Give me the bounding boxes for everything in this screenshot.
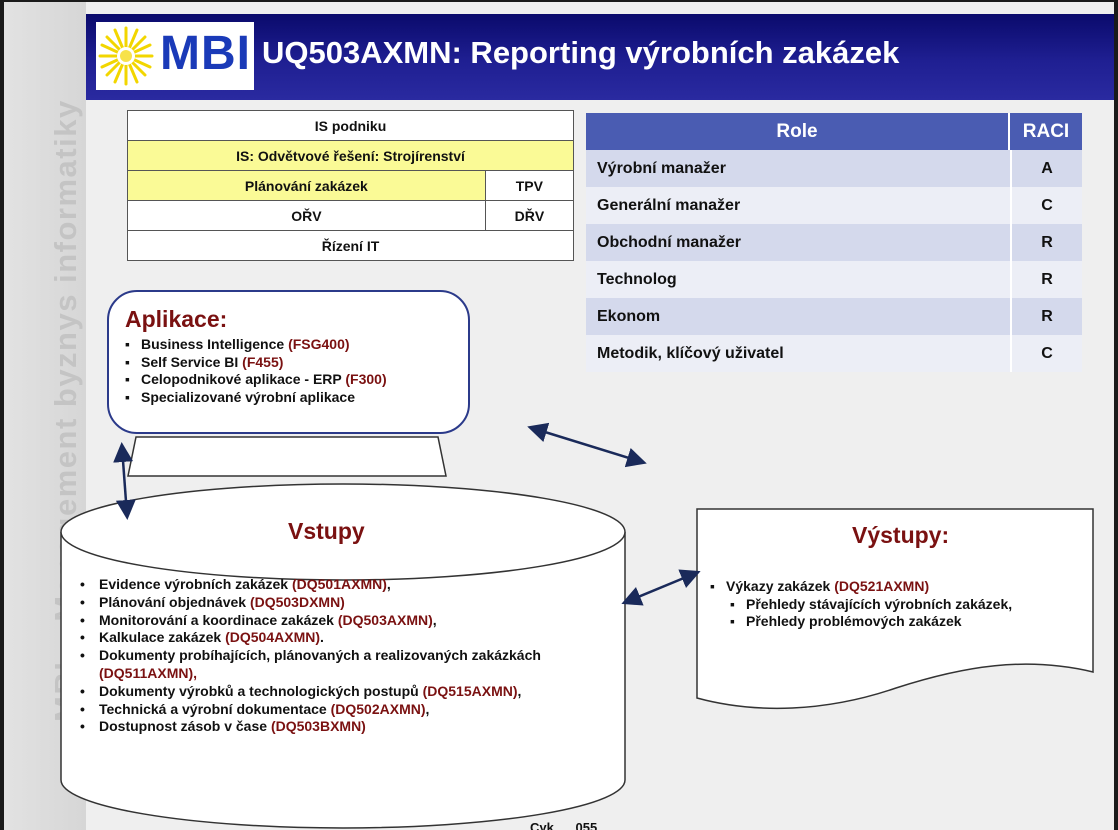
- is-cell: TPV: [484, 170, 575, 201]
- raci-cell: R: [1010, 261, 1082, 298]
- list-item: ▪Specializované výrobní aplikace: [125, 388, 355, 405]
- raci-header-role: Role: [586, 113, 1010, 150]
- role-cell: Výrobní manažer: [586, 150, 1010, 187]
- list-item: ▪Výkazy zakázek (DQ521AXMN): [710, 578, 930, 594]
- is-cell: DŘV: [484, 200, 575, 231]
- role-cell: Metodik, klíčový uživatel: [586, 335, 1010, 372]
- raci-cell: C: [1010, 335, 1082, 372]
- raci-cell: C: [1010, 187, 1082, 224]
- sun-icon: [98, 26, 154, 86]
- inputs-cylinder: [60, 483, 626, 829]
- slide-title: UQ503AXMN: Reporting výrobních zakázek: [262, 35, 900, 70]
- raci-header-raci: RACI: [1010, 113, 1082, 150]
- is-cell: IS: Odvětvové řešení: Strojírenství: [127, 140, 574, 171]
- list-item: •Dostupnost zásob v čase (DQ503BXMN): [80, 718, 366, 735]
- list-item: •Technická a výrobní dokumentace (DQ502A…: [80, 700, 430, 717]
- list-item: •Evidence výrobních zakázek (DQ501AXMN),: [80, 576, 391, 592]
- inputs-list: •Evidence výrobních zakázek (DQ501AXMN),…: [80, 576, 550, 736]
- applications-list: ▪Business Intelligence (FSG400) ▪Self Se…: [125, 336, 387, 406]
- inputs-title: Vstupy: [288, 518, 365, 544]
- list-item: •Dokumenty probíhajících, plánovaných a …: [80, 647, 541, 681]
- title-bar: MBI UQ503AXMN: Reporting výrobních zakáz…: [86, 14, 1114, 100]
- mbi-logo: MBI: [96, 22, 254, 90]
- list-item: ▪Business Intelligence (FSG400): [125, 336, 350, 352]
- logo-text: MBI: [160, 27, 251, 80]
- list-item: ▪Self Service BI (F455): [125, 353, 284, 370]
- frame-top: [0, 0, 1118, 2]
- outputs-title: Výstupy:: [852, 522, 950, 548]
- list-item: •Kalkulace zakázek (DQ504AXMN).: [80, 629, 324, 646]
- is-table: IS podniku IS: Odvětvové řešení: Strojír…: [127, 110, 575, 261]
- list-item: ▪Celopodnikové aplikace - ERP (F300): [125, 371, 387, 387]
- is-cell: Řízení IT: [127, 230, 574, 261]
- role-cell: Ekonom: [586, 298, 1010, 335]
- applications-title: Aplikace:: [125, 306, 228, 332]
- frame-left: [0, 0, 4, 830]
- list-item: •Monitorování a koordinace zakázek (DQ50…: [80, 611, 437, 628]
- frame-right: [1114, 0, 1118, 830]
- raci-cell: A: [1010, 150, 1082, 187]
- role-cell: Generální manažer: [586, 187, 1010, 224]
- raci-cell: R: [1010, 298, 1082, 335]
- app-inputs-arrow: [113, 442, 136, 520]
- list-item: ▪Přehledy stávajících výrobních zakázek,: [730, 595, 1013, 612]
- outputs-list: ▪Výkazy zakázek (DQ521AXMN) ▪Přehledy st…: [710, 578, 1012, 631]
- applications-box: Aplikace: ▪Business Intelligence (FSG400…: [107, 290, 470, 434]
- role-cell: Technolog: [586, 261, 1010, 298]
- is-cell: Plánování zakázek: [127, 170, 486, 201]
- list-item: ▪Přehledy problémových zakázek: [730, 613, 962, 629]
- app-outputs-arrow: [527, 422, 647, 468]
- list-item: •Dokumenty výrobků a technologických pos…: [80, 682, 522, 699]
- list-item: •Plánování objednávek (DQ503DXMN): [80, 593, 345, 610]
- footer-text: Cyk, ... 055: [530, 820, 598, 830]
- inputs-outputs-arrow: [621, 569, 701, 606]
- role-cell: Obchodní manažer: [586, 224, 1010, 261]
- outputs-document: [696, 508, 1094, 710]
- raci-cell: R: [1010, 224, 1082, 261]
